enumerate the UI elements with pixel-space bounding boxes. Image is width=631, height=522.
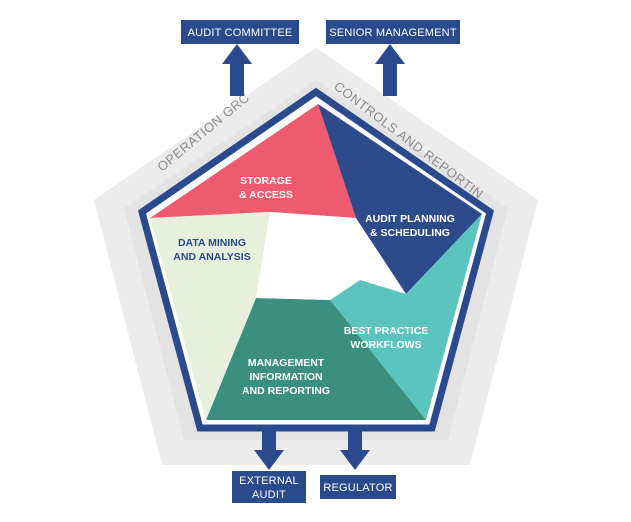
arrow-up-senior-management: [375, 44, 405, 96]
audit-planning-label-line2: & SCHEDULING: [370, 227, 450, 239]
management-info-label-line1: MANAGEMENT: [248, 357, 325, 369]
center-hub: [256, 212, 360, 300]
audit-planning-label-line1: AUDIT PLANNING: [365, 213, 455, 225]
segment-audit-planning: [318, 104, 482, 294]
management-info-label-line2: INFORMATION: [249, 371, 322, 383]
senior-management-label: SENIOR MANAGEMENT: [329, 27, 457, 39]
arrow-down-regulator: [340, 428, 370, 470]
management-info-label-line3: AND REPORTING: [242, 385, 330, 397]
arrow-up-audit-committee: [222, 44, 252, 96]
segment-storage: [150, 104, 356, 218]
segment-data-mining: [150, 212, 270, 420]
segment-best-practice: [330, 214, 482, 420]
senior-management-box: [326, 20, 460, 44]
data-mining-label-line2: AND ANALYSIS: [173, 251, 250, 263]
external-audit-box: [232, 471, 306, 503]
external-audit-label-line1: EXTERNAL: [239, 475, 299, 487]
storage-label-line1: STORAGE: [240, 175, 292, 187]
audit-committee-box: [181, 20, 299, 44]
best-practice-label-line2: WORKFLOWS: [350, 339, 421, 351]
data-mining-label-line1: DATA MINING: [178, 237, 246, 249]
audit-committee-label: AUDIT COMMITTEE: [188, 27, 293, 39]
regulator-box: [320, 475, 396, 499]
segment-management-info: [206, 298, 426, 420]
best-practice-label-line1: BEST PRACTICE: [344, 325, 429, 337]
arrow-down-external-audit: [254, 428, 284, 470]
regulator-label: REGULATOR: [323, 482, 392, 494]
storage-label-line2: & ACCESS: [239, 189, 293, 201]
external-audit-label-line2: AUDIT: [252, 489, 286, 501]
